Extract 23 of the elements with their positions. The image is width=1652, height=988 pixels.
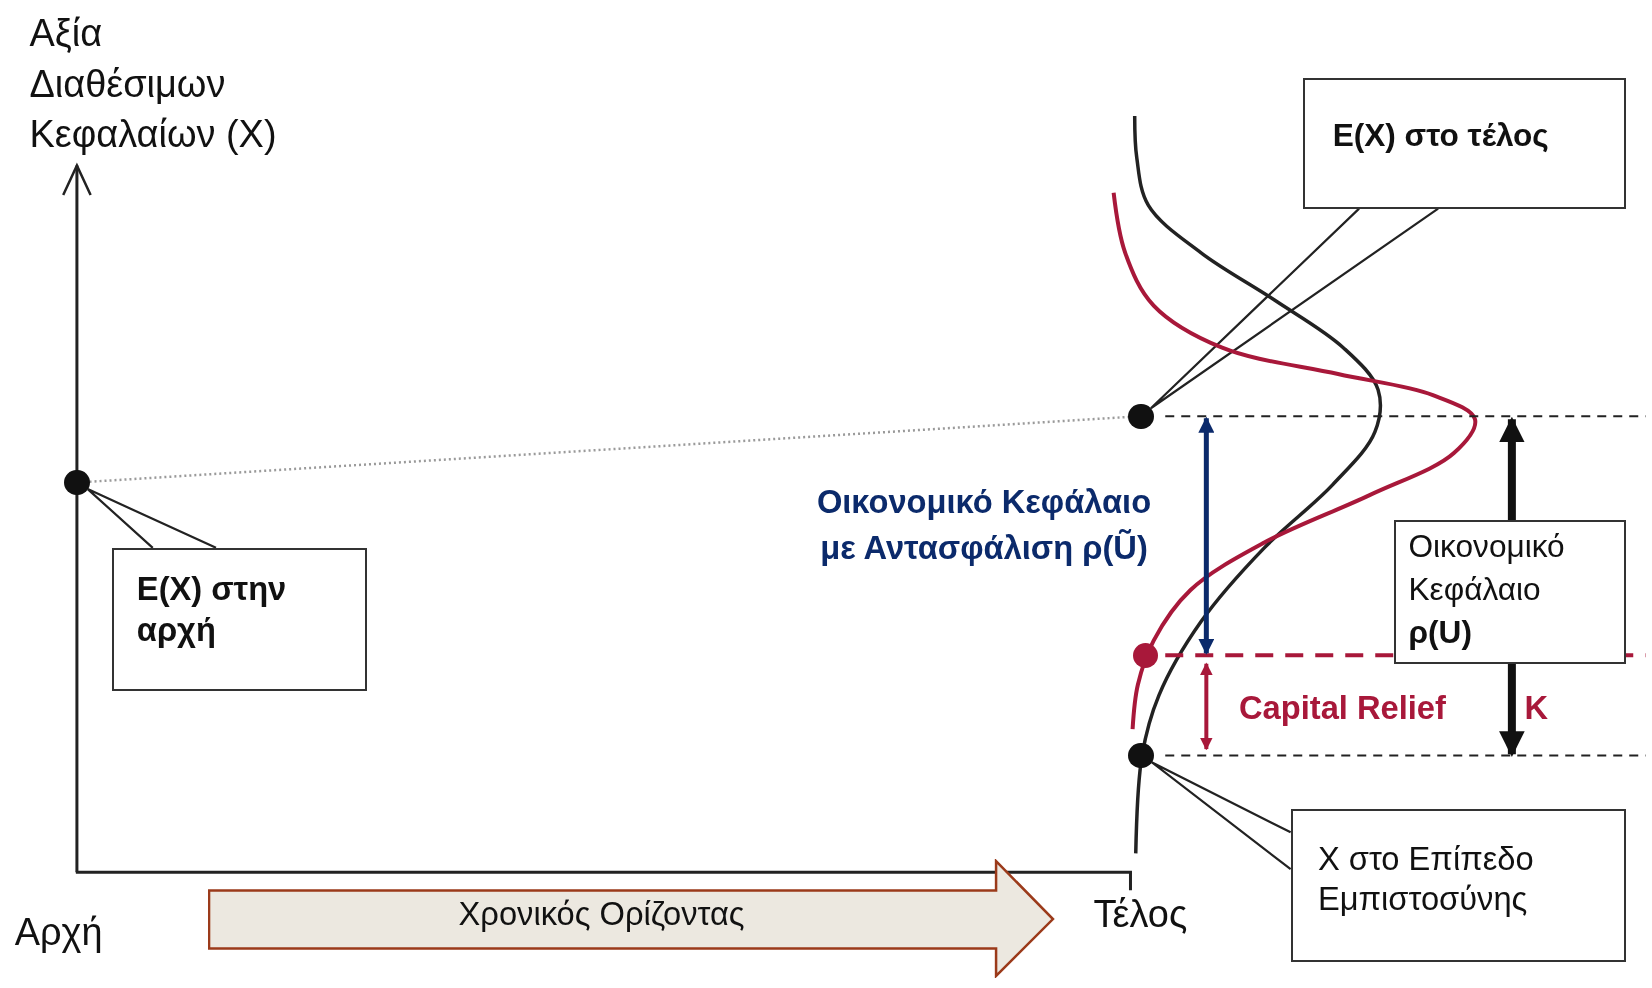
annotation: Capital Relief bbox=[1239, 687, 1447, 728]
timeline-arrow bbox=[207, 858, 1056, 978]
callout-pointer bbox=[1150, 761, 1292, 871]
data-point bbox=[64, 469, 90, 496]
axis-label: Τέλος bbox=[1093, 892, 1189, 938]
callout-text: Οικονομικό Κεφάλαιο ρ(U) bbox=[1408, 526, 1566, 652]
callout-box bbox=[111, 547, 367, 692]
callout-text: E(X) στην αρχή bbox=[136, 568, 288, 650]
callout-pointer bbox=[86, 488, 218, 549]
callout-text: E(X) στο τέλος bbox=[1332, 115, 1550, 155]
callout-box bbox=[1290, 809, 1626, 962]
annotation: Οικονομικό Κεφάλαιο με Αντασφάλιση ρ(Ũ) bbox=[815, 482, 1153, 569]
annotation: K bbox=[1524, 687, 1550, 728]
data-point bbox=[1132, 642, 1158, 668]
callout-box bbox=[1393, 520, 1626, 664]
callout-pointer bbox=[1149, 207, 1440, 410]
axis-title: Αξία Διαθέσιμων Κεφαλαίων (X) bbox=[29, 11, 278, 158]
arrow-label: Χρονικός Ορίζοντας bbox=[457, 894, 746, 935]
axis-label: Αρχή bbox=[14, 910, 104, 956]
callout-text: X στο Επίπεδο Εμπιστοσύνης bbox=[1317, 838, 1535, 920]
callout-box bbox=[1303, 77, 1626, 209]
data-point bbox=[1128, 403, 1154, 429]
data-point bbox=[1128, 742, 1154, 769]
